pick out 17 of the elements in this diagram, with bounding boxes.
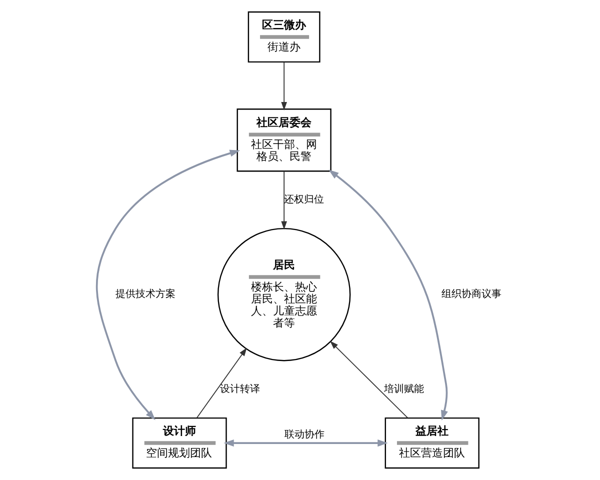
- arrow: [96, 150, 240, 420]
- edge-label: 设计转译: [220, 384, 260, 395]
- edge-label: 联动协作: [284, 429, 324, 440]
- arrow: [280, 62, 286, 110]
- arrow: [329, 340, 408, 418]
- node-box: 社区居委会 社区干部、网格员、民警: [236, 108, 331, 172]
- arrow: [328, 170, 448, 421]
- edge-label: 培训赋能: [384, 384, 424, 395]
- edge-label: 提供技术方案: [115, 289, 176, 300]
- arrow: [223, 439, 388, 447]
- node-circle: 居民 楼栋长、热心居民、社区能人、儿童志愿者等: [216, 228, 350, 362]
- edge-label: 组织协商议事: [440, 289, 501, 300]
- arrow: [196, 348, 246, 418]
- arrow: [280, 170, 286, 230]
- node-box: 设计师 空间规划团队: [132, 417, 226, 469]
- node-box: 益居社 社区营造团队: [384, 417, 479, 469]
- node-box: 区三微办 街道办: [247, 11, 320, 63]
